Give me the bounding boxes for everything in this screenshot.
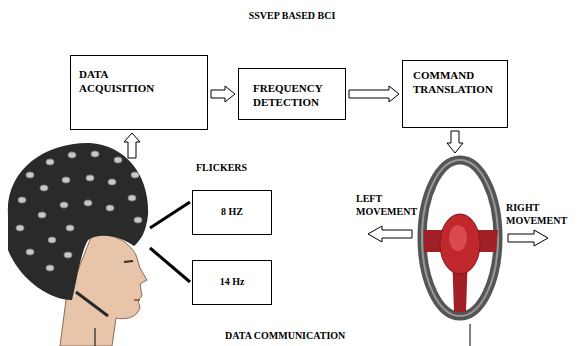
process-box: 14 Hz (192, 260, 272, 305)
process-box: DATA ACQUISITION (70, 55, 208, 130)
steering-wheel (422, 160, 498, 316)
box-label: DATA ACQUISITION (79, 68, 169, 96)
block-arrow (211, 86, 235, 102)
text-label: DATA COMMUNICATION (225, 330, 365, 343)
box-label: FREQUENCY DETECTION (253, 82, 339, 110)
text-label: RIGHT MOVEMENT (506, 202, 580, 227)
block-arrow (447, 131, 463, 153)
box-label: 14 Hz (220, 276, 245, 289)
tick-line (470, 324, 471, 346)
text-label: FLICKERS (196, 162, 276, 175)
block-arrow (368, 226, 412, 242)
box-label: 8 HZ (221, 206, 243, 219)
text-label: LEFT MOVEMENT (356, 193, 418, 218)
box-label: COMMAND TRANSLATION (413, 69, 503, 97)
diagram-title: SSVEP BASED BCI (0, 10, 584, 23)
view-line (150, 202, 190, 228)
process-box: 8 HZ (192, 190, 272, 235)
block-arrow (349, 86, 399, 102)
block-arrow (508, 230, 548, 246)
block-arrow (124, 133, 140, 158)
tick-line (95, 328, 96, 346)
eeg-head (8, 143, 148, 346)
view-line (150, 248, 190, 282)
process-box: COMMAND TRANSLATION (402, 60, 508, 128)
process-box: FREQUENCY DETECTION (238, 68, 346, 120)
